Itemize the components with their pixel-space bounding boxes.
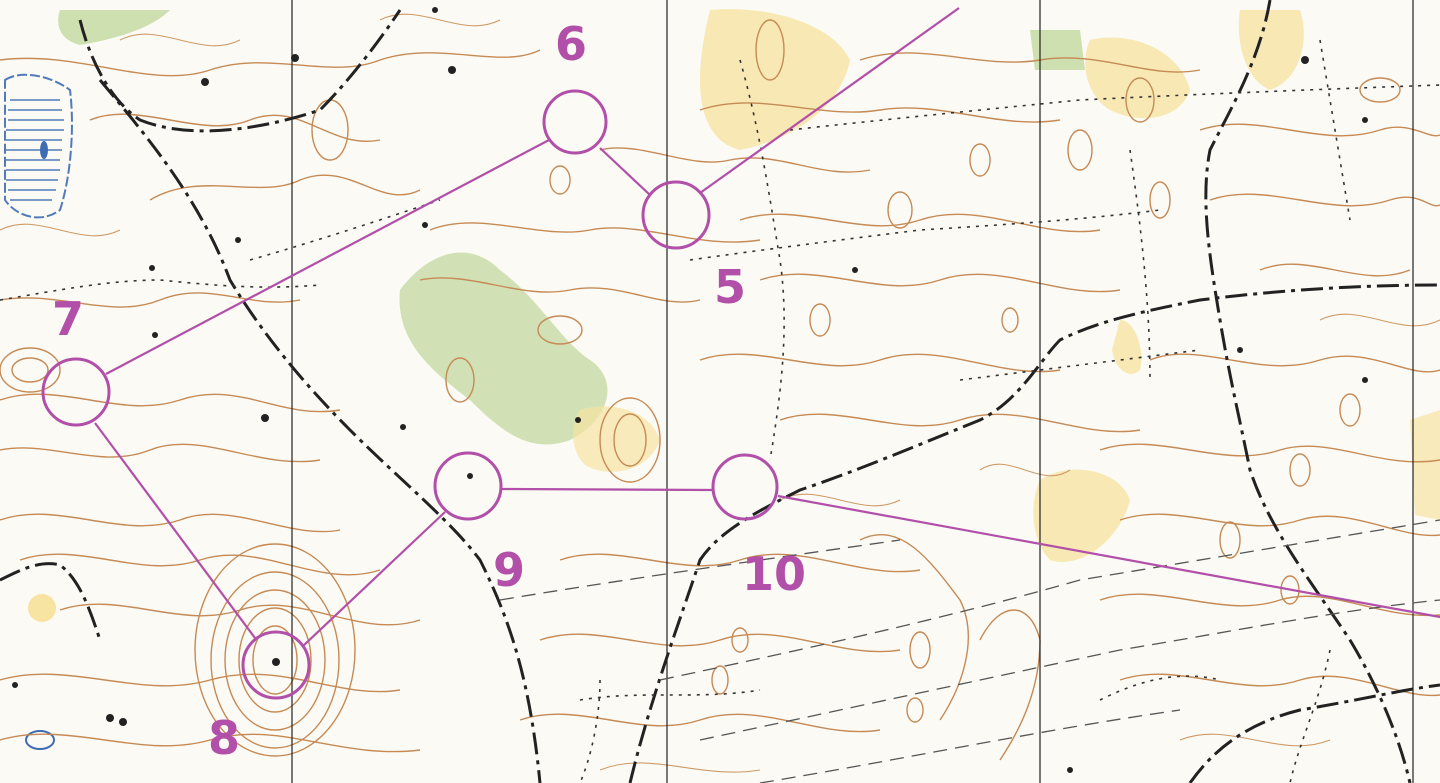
control-5: 5 — [641, 180, 746, 314]
control-circle-10 — [711, 453, 779, 521]
track — [78, 9, 402, 133]
track — [1204, 0, 1412, 783]
footpath — [579, 689, 761, 701]
track — [628, 283, 1440, 783]
course-leg — [302, 511, 446, 647]
footpath — [1319, 39, 1351, 221]
control-circle-7 — [41, 357, 111, 427]
control-circle-5 — [641, 180, 711, 250]
green-vegetation-area — [1030, 30, 1085, 70]
course-leg — [501, 487, 714, 492]
controls: 5 6 7 8 9 10 — [41, 17, 806, 765]
control-8: 8 — [208, 630, 311, 765]
ride — [499, 539, 901, 601]
yellow-open-area — [1112, 320, 1142, 374]
green-vegetation-area — [399, 252, 608, 445]
course-leg — [94, 422, 256, 639]
control-circle-8 — [241, 630, 311, 700]
course-leg — [777, 494, 1440, 619]
course-leg — [699, 7, 960, 194]
yellow-open-area — [1410, 410, 1440, 520]
course-leg — [599, 147, 651, 196]
ride — [759, 709, 1181, 783]
pond — [25, 730, 55, 750]
pond — [40, 141, 48, 159]
course-legs — [94, 7, 1440, 647]
control-7: 7 — [41, 292, 111, 427]
boulders — [12, 7, 1368, 773]
footpath — [1289, 649, 1331, 783]
control-number-6: 6 — [555, 17, 587, 71]
track — [1188, 683, 1440, 783]
course-leg — [105, 139, 550, 375]
control-circle-6 — [542, 89, 608, 155]
yellow-open-area — [28, 594, 56, 622]
ride — [659, 519, 1440, 681]
track — [0, 562, 102, 641]
water-marsh — [4, 73, 73, 750]
yellow-open-area — [573, 406, 660, 472]
control-number-5: 5 — [714, 260, 746, 314]
yellow-open-area — [700, 9, 850, 151]
control-number-7: 7 — [52, 292, 84, 346]
control-circle-9 — [433, 451, 503, 521]
yellow-open-area — [1238, 10, 1304, 90]
control-number-9: 9 — [493, 543, 525, 597]
marsh-area — [4, 73, 73, 219]
control-10: 10 — [711, 453, 806, 601]
ride — [699, 599, 1440, 741]
control-9: 9 — [433, 451, 525, 597]
yellow-open-area — [1033, 469, 1130, 562]
footpath — [789, 84, 1440, 131]
footpath — [1099, 675, 1221, 701]
control-number-8: 8 — [208, 711, 240, 765]
control-number-10: 10 — [742, 547, 806, 601]
control-6: 6 — [542, 17, 608, 155]
track — [98, 79, 542, 783]
footpath — [689, 209, 1161, 261]
